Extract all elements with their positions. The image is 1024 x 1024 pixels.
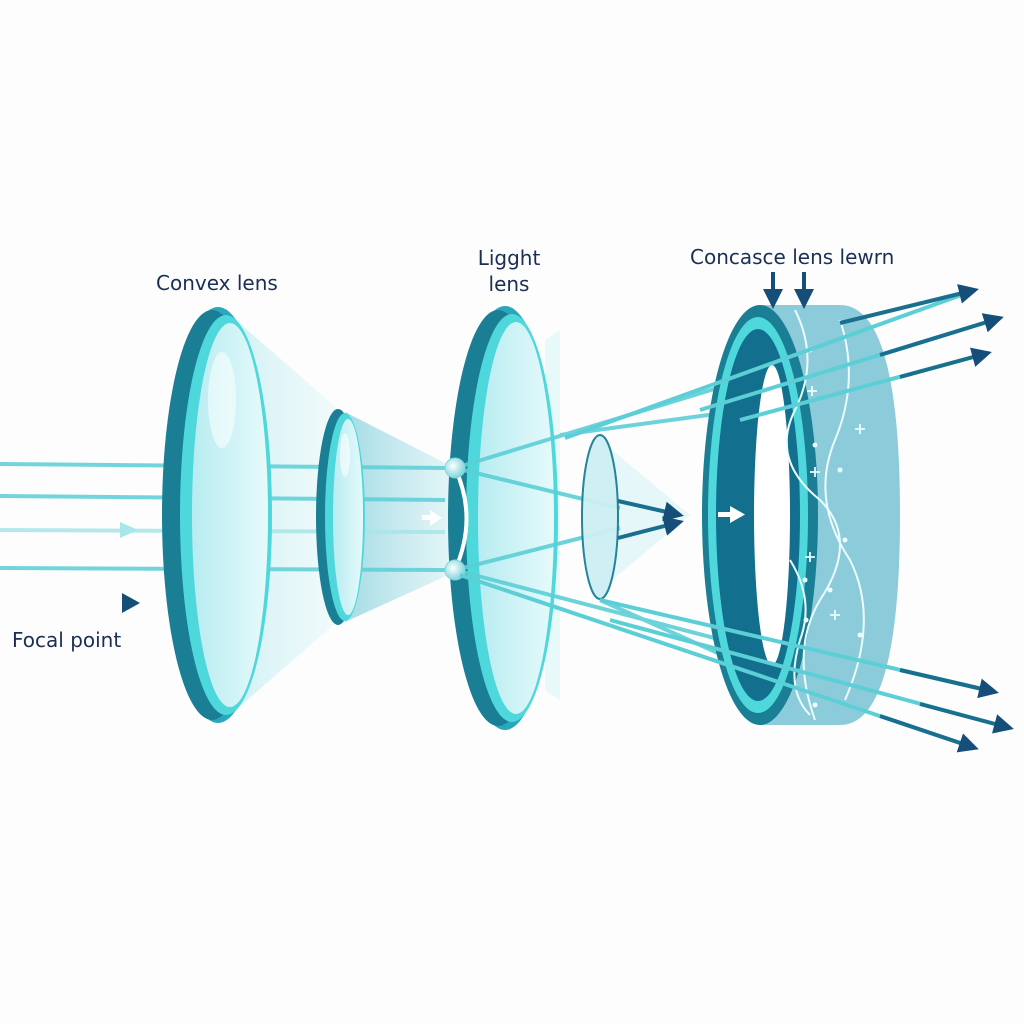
focus-node — [444, 457, 466, 479]
focal-point-arrow — [15, 593, 140, 613]
refracted-ray — [454, 568, 761, 652]
converging-arrow — [617, 516, 684, 540]
tiny-lens — [581, 434, 619, 600]
converging-arrows — [617, 499, 684, 540]
plus-icons — [805, 386, 865, 620]
light-lens-label-line1: Ligght — [477, 246, 541, 270]
convex-lens-label: Convex lens — [156, 271, 278, 295]
light-lens-label-line2: lens — [488, 272, 530, 296]
ring-pattern — [785, 309, 865, 721]
center-arrow-icon — [422, 510, 442, 526]
focal-point-label: Focal point — [12, 628, 122, 652]
light-lens — [448, 306, 558, 730]
converging-arrow — [617, 499, 684, 522]
ray-arrow-icon — [120, 522, 138, 538]
convex-lens — [162, 307, 272, 723]
concave-lens — [702, 305, 900, 725]
outgoing-rays — [459, 284, 1014, 753]
light-lens-label: Ligght lens — [474, 245, 544, 297]
inner-arrow-icon — [718, 506, 745, 523]
concave-lens-label: Concasce lens lewrn — [690, 245, 895, 269]
small-lens — [316, 409, 365, 625]
pointer-arrows — [763, 272, 814, 309]
